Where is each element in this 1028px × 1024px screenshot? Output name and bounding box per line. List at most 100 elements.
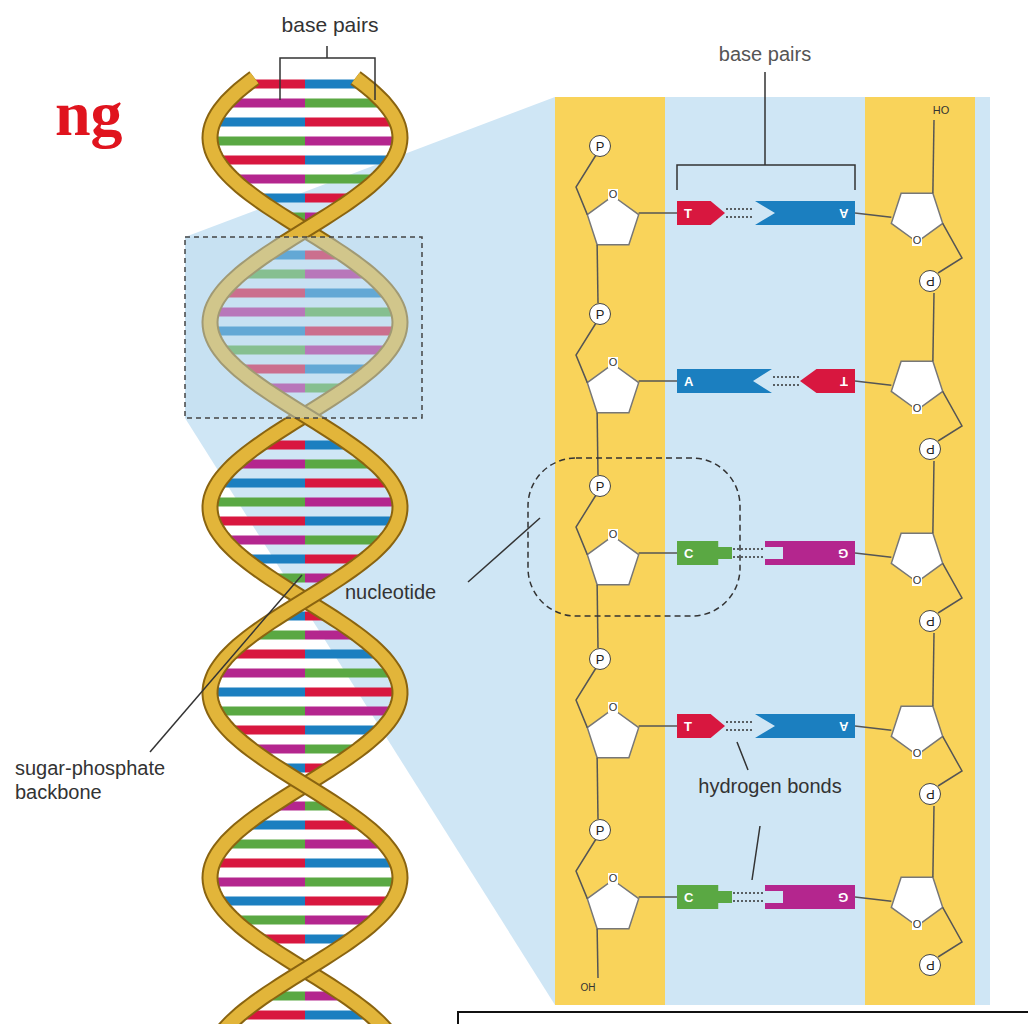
- node-text: A: [684, 374, 693, 389]
- bracket: [677, 72, 855, 190]
- base-rung: [217, 897, 305, 906]
- ring-oxygen: O: [608, 189, 619, 200]
- ring-oxygen: O: [912, 235, 923, 246]
- base-rung: [305, 118, 397, 127]
- base-rung: [305, 498, 400, 507]
- glycosidic-bond: [855, 213, 891, 217]
- helix-strand: [210, 78, 400, 1024]
- hydrogen-bond: [773, 377, 799, 385]
- base-rung: [210, 498, 305, 507]
- hydrogen-bond: [726, 209, 754, 217]
- double-helix: [210, 78, 400, 1024]
- ring-oxygen: O: [608, 529, 619, 540]
- leader-line: [468, 518, 540, 582]
- nucleotide-outline: [528, 458, 740, 616]
- phosphate-circle: P: [919, 954, 941, 976]
- base-rung: [210, 878, 305, 887]
- backbone-bond: [933, 633, 934, 706]
- helix-strand: [210, 78, 400, 1024]
- sugar-ring: [587, 364, 638, 413]
- glycosidic-bond: [639, 380, 677, 382]
- hydrogen-bond: [733, 893, 764, 901]
- phosphate-circle: P: [589, 648, 611, 670]
- base-rung: [217, 156, 305, 165]
- glycosidic-bond: [855, 726, 891, 730]
- node-text: T: [684, 206, 692, 221]
- node-text: P: [596, 823, 605, 838]
- node-text: P: [596, 479, 605, 494]
- hydrogen-bond: [726, 722, 754, 730]
- sugar-ring: [587, 536, 638, 585]
- part-label: nucleotide: [345, 580, 436, 604]
- base-rung: [305, 688, 400, 697]
- node-text: A: [839, 719, 848, 734]
- ring-oxygen: O: [608, 702, 619, 713]
- node-text: P: [596, 307, 605, 322]
- node-text: C: [684, 546, 693, 561]
- node-text: P: [926, 787, 935, 802]
- leader-line: [737, 742, 760, 880]
- phosphate-circle: P: [589, 475, 611, 497]
- sugar-ring: [587, 196, 638, 245]
- node-text: G: [838, 546, 848, 561]
- helix-strand: [210, 78, 400, 1024]
- edge-band: [975, 97, 990, 1005]
- glycosidic-bond: [855, 897, 891, 901]
- backbone-bond: [596, 929, 598, 978]
- part-label: base pairs: [719, 42, 811, 66]
- backbone-band: [555, 97, 665, 1005]
- node-text: T: [840, 374, 848, 389]
- base-rung: [210, 137, 305, 146]
- backbone-bond: [576, 495, 596, 555]
- node-text: A: [839, 206, 848, 221]
- base-rung: [305, 897, 393, 906]
- backbone-bond: [933, 461, 934, 533]
- phosphate-circle: P: [919, 270, 941, 292]
- bracket: [280, 46, 375, 100]
- part-label: base pairs: [282, 12, 379, 37]
- hydrogen-bond: [733, 549, 764, 557]
- backbone-bond: [933, 293, 934, 361]
- ring-oxygen: O: [912, 748, 923, 759]
- base-rung: [210, 688, 305, 697]
- backbone-bond: [576, 839, 596, 899]
- backbone-bond: [576, 323, 596, 383]
- backbone-bond: [938, 563, 962, 613]
- glycosidic-bond: [855, 381, 891, 385]
- base-rung: [305, 669, 395, 678]
- part-label: hydrogen bonds: [695, 774, 845, 798]
- glycosidic-bond: [639, 896, 677, 898]
- phosphate-circle: P: [589, 135, 611, 157]
- base-rung: [305, 156, 393, 165]
- backbone-bond: [938, 223, 962, 273]
- ring-oxygen: O: [912, 919, 923, 930]
- backbone-bond: [933, 806, 934, 877]
- ring-oxygen: O: [608, 357, 619, 368]
- sugar-ring: [587, 880, 638, 929]
- node-text: P: [596, 652, 605, 667]
- end-label: HO: [933, 104, 950, 117]
- base-rung: [213, 118, 305, 127]
- backbone-bond: [576, 668, 596, 728]
- text-box: [458, 1012, 1028, 1024]
- glycosidic-bond: [639, 212, 677, 214]
- base-rung: [215, 669, 305, 678]
- ring-oxygen: O: [912, 403, 923, 414]
- glycosidic-bond: [639, 725, 677, 727]
- sugar-ring: [587, 709, 638, 758]
- phosphate-circle: P: [589, 819, 611, 841]
- phosphate-circle: P: [919, 438, 941, 460]
- glycosidic-bond: [639, 552, 677, 554]
- base-rung: [213, 859, 305, 868]
- backbone-bond: [938, 907, 962, 957]
- glycosidic-bond: [855, 553, 891, 557]
- backbone-bond: [938, 736, 962, 786]
- backbone-bond: [596, 413, 598, 475]
- zoom-box: [185, 237, 422, 418]
- ring-oxygen: O: [608, 873, 619, 884]
- phosphate-circle: P: [919, 783, 941, 805]
- base-rung: [305, 878, 400, 887]
- base-rung: [212, 517, 305, 526]
